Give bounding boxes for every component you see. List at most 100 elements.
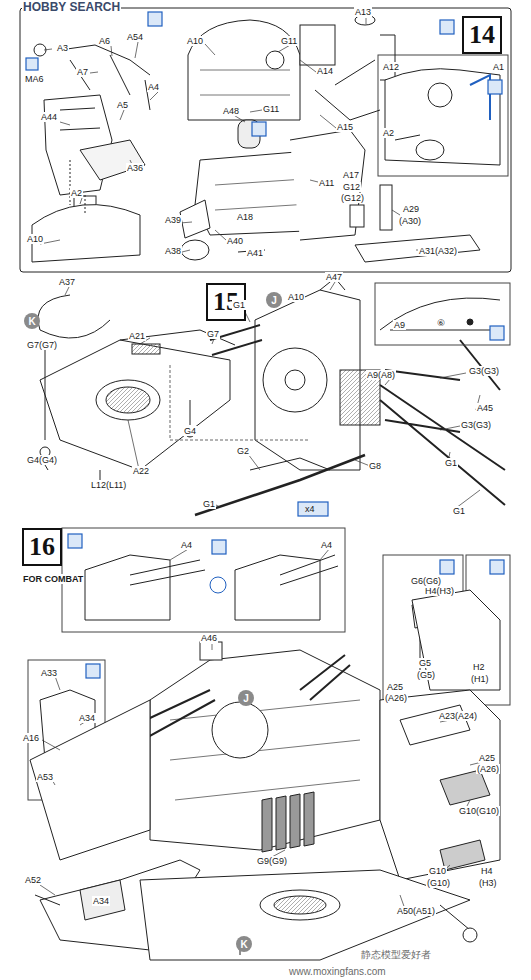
part-label: G8: [368, 461, 382, 471]
part-label: A31(A32): [418, 246, 458, 256]
part-label: G11: [262, 104, 280, 114]
part-label: G12: [342, 182, 361, 192]
part-label: A14: [316, 66, 334, 76]
step-number: 14: [462, 16, 502, 54]
reference-letter: K: [28, 316, 35, 327]
part-label: A13: [354, 7, 372, 17]
part-label: H2: [472, 662, 486, 672]
part-label: A48: [222, 106, 240, 116]
part-label: A53: [36, 772, 54, 782]
part-label: A33: [40, 668, 58, 678]
part-label: (A30): [398, 216, 422, 226]
part-label: G3(G3): [468, 366, 500, 376]
part-label: A50(A51): [396, 906, 436, 916]
part-label: G1: [232, 300, 246, 310]
part-label: G4: [183, 426, 197, 436]
part-label: G4(G4): [26, 455, 58, 465]
part-label: A54: [126, 32, 144, 42]
part-label: A5: [116, 100, 129, 110]
part-label: A18: [236, 212, 254, 222]
part-label: A29: [402, 204, 420, 214]
part-label: A45: [476, 403, 494, 413]
part-label: A47: [325, 272, 343, 282]
part-label: A39: [164, 215, 182, 225]
reference-circle: K: [236, 936, 252, 952]
part-label: A23(A24): [438, 711, 478, 721]
part-label: A25: [478, 753, 496, 763]
part-label: A44: [40, 112, 58, 122]
part-label: A10: [287, 292, 305, 302]
part-label: G11: [280, 36, 298, 46]
reference-circle: K: [24, 313, 40, 329]
part-label: H4: [480, 866, 494, 876]
part-label: G6(G6): [410, 576, 442, 586]
part-label: A12: [382, 62, 400, 72]
part-label: G10(G10): [458, 806, 500, 816]
part-label: (H1): [470, 674, 490, 684]
part-label: A11: [318, 178, 335, 188]
part-label: MA6: [24, 74, 45, 84]
part-label: A3: [56, 43, 69, 53]
part-label: (A26): [476, 764, 500, 774]
part-label: A1: [492, 62, 505, 72]
part-label: A25: [386, 682, 404, 692]
part-label: G5: [418, 658, 432, 668]
part-label: A4: [320, 540, 333, 550]
part-label: A46: [200, 633, 218, 643]
part-label: x4: [304, 504, 316, 514]
part-label: A4: [147, 82, 160, 92]
part-label: A16: [22, 733, 40, 743]
part-label: A10: [26, 234, 44, 244]
part-label: (G10): [426, 878, 451, 888]
part-label: A34: [92, 896, 110, 906]
reference-letter: J: [271, 295, 277, 306]
part-label: L12(L11): [90, 480, 127, 490]
part-label: FOR COMBAT: [22, 574, 84, 584]
part-label: A41: [246, 248, 264, 258]
reference-circle: J: [238, 690, 254, 706]
part-label: A37: [58, 277, 76, 287]
part-label: A2: [382, 128, 395, 138]
part-label: G1: [202, 499, 216, 509]
part-label: A2: [70, 188, 83, 198]
reference-letter: K: [240, 939, 247, 950]
part-label: A52: [24, 875, 42, 885]
part-label: ⑥: [436, 318, 446, 328]
part-label: A9(A8): [366, 370, 396, 380]
watermark: HOBBY SEARCH: [22, 2, 121, 12]
part-label: A21: [128, 331, 146, 341]
part-label: G9(G9): [256, 856, 288, 866]
step-number: 16: [22, 528, 62, 566]
watermark: 静态模型爱好者: [360, 950, 432, 960]
part-label: A4: [180, 540, 193, 550]
part-label: (G12): [340, 193, 365, 203]
part-label: A9: [393, 320, 406, 330]
reference-letter: J: [243, 693, 249, 704]
part-label: G10: [428, 866, 447, 876]
part-label: H4(H3): [424, 586, 455, 596]
part-label: A7: [76, 67, 89, 77]
part-label: G2: [236, 446, 250, 456]
part-label: A38: [164, 246, 182, 256]
part-label: G1: [452, 506, 466, 516]
part-label: A40: [226, 236, 244, 246]
part-label: G7: [206, 329, 220, 339]
part-label: A34: [78, 713, 96, 723]
part-label: A6: [98, 36, 111, 46]
step-number-text: 16: [29, 532, 55, 562]
part-label: A15: [336, 122, 354, 132]
part-label: G7(G7): [26, 340, 58, 350]
part-label: A17: [342, 170, 360, 180]
part-label: A22: [132, 466, 150, 476]
part-label: (H3): [478, 878, 498, 888]
part-label: G1: [444, 458, 458, 468]
reference-circle: J: [266, 292, 282, 308]
part-label: G3(G3): [460, 420, 492, 430]
watermark: www.moxingfans.com: [288, 967, 387, 977]
part-label: (A26): [384, 693, 408, 703]
part-label: (G5): [416, 670, 436, 680]
part-label: A10: [186, 36, 204, 46]
